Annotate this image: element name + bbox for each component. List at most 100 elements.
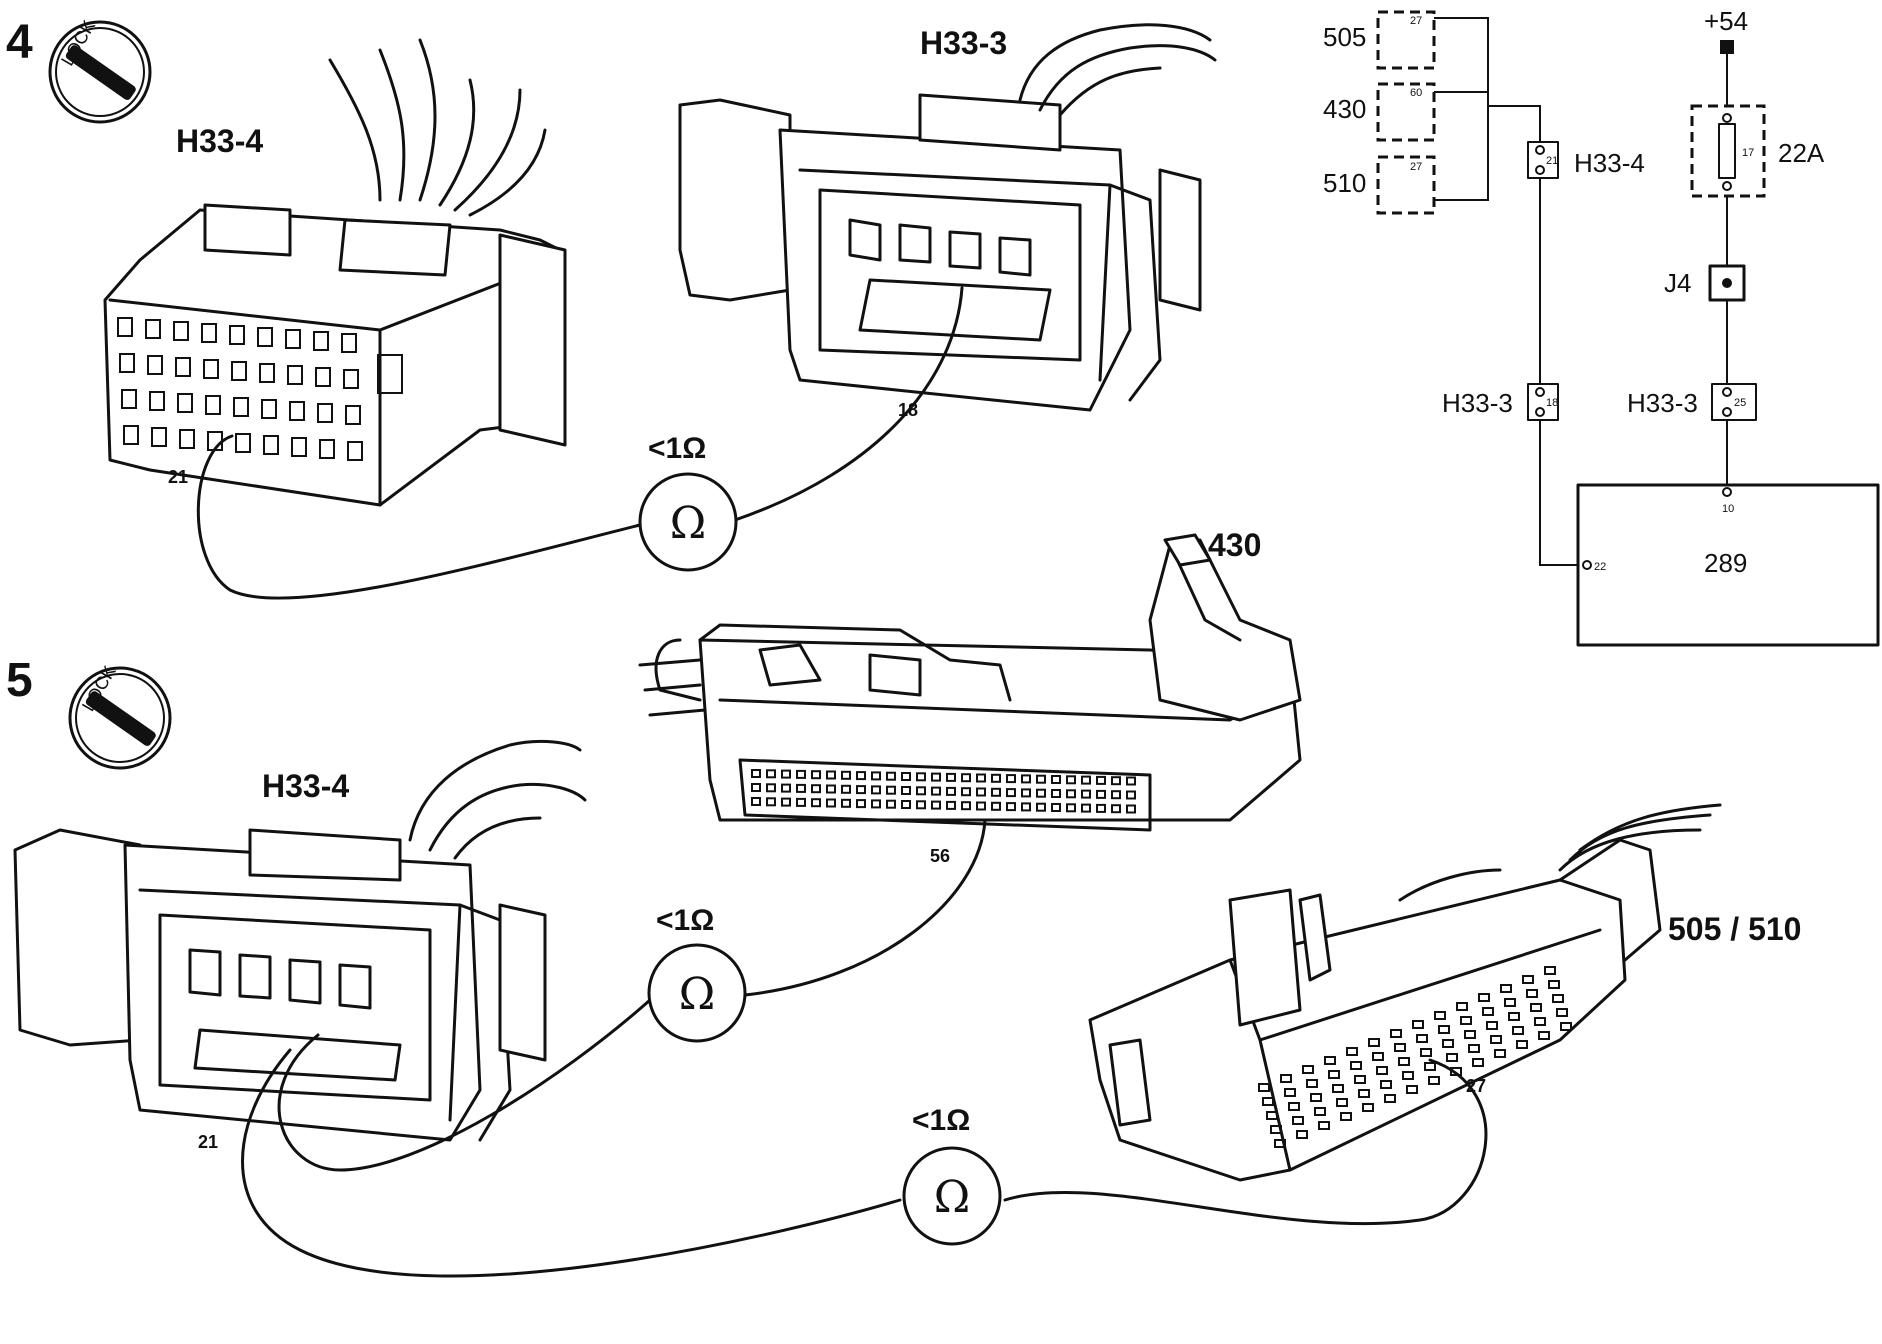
pin-cavity [319,439,335,459]
pin-cavity [991,801,1001,811]
pin-cavity [871,785,881,795]
pin-cavity [856,771,866,781]
module-505-pin: 27 [1410,15,1422,27]
pin-cavity [145,319,161,339]
pin-cavity [1534,1017,1546,1026]
probe-lead-right [733,286,964,522]
pin-cavity [1424,1062,1436,1071]
pin-cavity [291,437,307,457]
pin-cavity [826,784,836,794]
pin-cavity [1560,1022,1572,1031]
pin-cavity [177,393,193,413]
pin-cavity [1051,775,1061,784]
pin-cavity [119,353,135,373]
pin-cavity [1340,1112,1352,1121]
pin-cavity [1486,1021,1498,1030]
pin-cavity [1292,1116,1304,1125]
pin-cavity [1384,1094,1396,1103]
pin-cavity [1051,789,1061,798]
pin-cavity [123,425,139,445]
pin-cavity [1111,776,1121,786]
pin-cavity [263,435,279,455]
resistance-label-step4: <1Ω [648,432,706,465]
pin-cavity [1472,1058,1484,1067]
pin-cavity [151,427,167,447]
pin-cavity [1262,1097,1274,1106]
pin-cavity [259,363,275,383]
probe-lead-lower-right [1003,1058,1488,1226]
probe-lead-upper-right [743,818,987,997]
pin-cavity [147,355,163,375]
pin-cavity [1464,1030,1476,1039]
pin-cavity [1280,1074,1292,1083]
pin-cavity [1006,788,1016,798]
pin-cavity [1066,803,1076,813]
pin-cavity [317,403,333,423]
pin-cavity [1318,1121,1330,1130]
pin-cavity [1402,1071,1414,1080]
module-505-label: 505 [1323,22,1366,52]
pin-cavity [1390,1029,1402,1038]
pin-cavity [229,325,245,345]
connector-h33-4-front [103,38,567,507]
ignition-lock-icon: LOCK [48,17,152,124]
pin-cavity [1428,1076,1440,1085]
pin-cavity [826,770,836,780]
module-510-pin: 27 [1410,161,1422,173]
pin-cavity [1036,774,1046,784]
pin-cavity [1494,1049,1506,1058]
pin-cavity [117,317,133,337]
pin-cavity [175,357,191,377]
pin-cavity [201,323,217,343]
pin-cavity [1478,993,1490,1002]
pin-cavity [781,797,791,807]
pin-cavity [1111,804,1121,814]
pin-cavity [1438,1025,1450,1034]
pin-cavity [1096,803,1106,813]
unit-label: 289 [1704,548,1747,578]
pin-cavity [343,369,359,389]
pin-cavity [871,771,881,781]
connector-label-h33-4-step5: H33-4 [262,768,349,804]
pin-cavity [1522,975,1534,984]
pin-cavity [1512,1026,1524,1035]
connector-h33-4-cavities [117,317,363,461]
pin-cavity [1358,1089,1370,1098]
pin-cavity [1552,994,1564,1003]
pin-cavity [1556,1008,1568,1017]
wiring-schematic: 505 27 430 60 510 27 21 H33-4 18 H33-3 +… [1323,6,1880,647]
pin-cavity [285,329,301,349]
pin-cavity [961,801,971,811]
ignition-lock-icon: LOCK [68,662,172,770]
pin-cavity [991,773,1001,783]
ecu-430-pin-grid [751,769,1136,814]
pin-cavity [205,395,221,415]
pin-cavity [916,772,926,782]
pin-cavity [811,798,821,808]
pin-cavity [287,365,303,385]
pin-label-21-step5: 21 [198,1132,218,1152]
pin-cavity [1274,1139,1286,1148]
pin-cavity [345,405,361,425]
pin-cavity [1036,802,1046,812]
probe-lead-upper-left [277,998,652,1172]
pin-cavity [841,770,851,780]
pin-cavity [931,772,941,782]
ohm-symbol: Ω [679,969,715,1020]
pin-cavity [1081,789,1091,799]
pin-cavity [811,784,821,794]
module-430-label: 430 [1323,94,1366,124]
pin-cavity [1416,1034,1428,1043]
ohmmeter-step5-lower: Ω [902,1146,1002,1246]
module-505: 505 27 [1323,10,1436,70]
pin-cavity [1332,1084,1344,1093]
ohm-symbol: Ω [670,498,706,549]
pin-cavity [1468,1044,1480,1053]
pin-cavity [841,784,851,794]
pin-cavity [1021,788,1031,798]
pin-cavity [289,401,305,421]
pin-cavity [1126,776,1136,786]
pin-cavity [1526,989,1538,998]
pin-cavity [886,799,896,809]
pin-cavity [1258,1083,1270,1092]
